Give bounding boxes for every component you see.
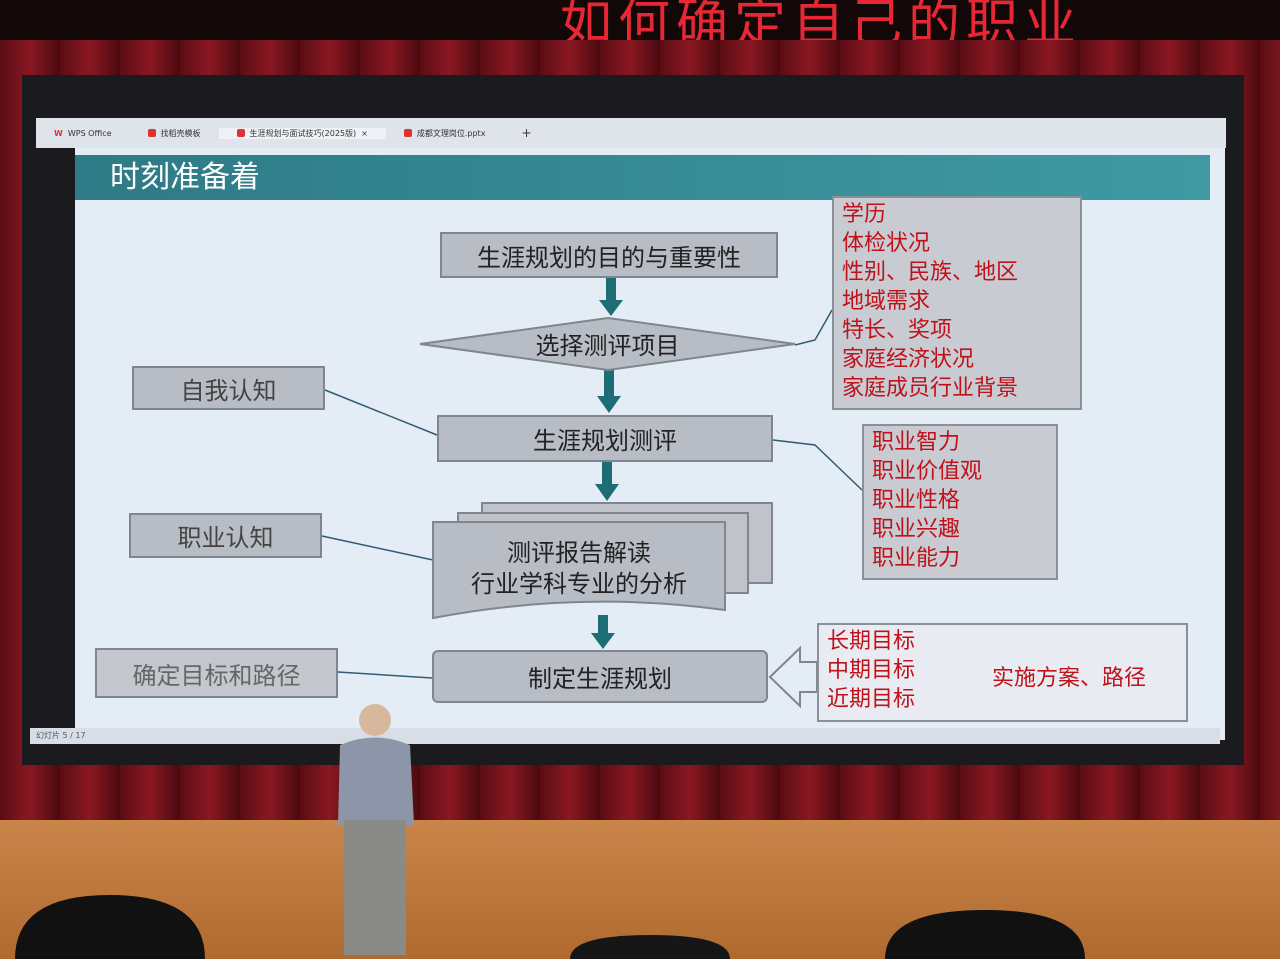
document-shape [432,521,726,620]
wps-logo-icon: W [54,128,63,138]
connector-line [321,535,434,561]
assessment-items-box: 职业智力 职业价值观 职业性格 职业兴趣 职业能力 [862,424,1058,580]
flow-arrows [591,278,623,649]
connector-line [337,671,433,679]
list-item: 家庭成员行业背景 [842,376,1019,401]
goal-mid-term: 中期目标 [827,658,916,683]
assessment-box: 生涯规划测评 [437,415,773,462]
purpose-box: 生涯规划的目的与重要性 [440,232,778,278]
tab-label: 生涯规划与面试技巧(2025版) [249,128,357,138]
list-item: 职业能力 [872,546,961,571]
tab-label: 找稻壳模板 [160,128,201,138]
tab-label: WPS Office [67,128,112,138]
career-awareness-box: 职业认知 [129,513,322,558]
selection-factors-box: 学历 体检状况 性别、民族、地区 地域需求 特长、奖项 家庭经济状况 家庭成员行… [832,196,1082,410]
list-item: 职业兴趣 [872,517,961,542]
list-item: 特长、奖项 [842,318,953,343]
pptx-icon [236,129,245,137]
list-item: 体检状况 [842,231,931,256]
goal-path-box: 确定目标和路径 [95,648,338,698]
goal-long-term: 长期目标 [827,629,916,654]
tab-label: 成都文理岗位.pptx [416,128,486,138]
tab-wps-office[interactable]: W WPS Office [36,129,130,138]
self-awareness-box: 自我认知 [132,366,325,410]
goals-result: 实施方案、路径 [992,666,1147,691]
report-line-1: 测评报告解读 [507,539,651,567]
select-diamond-label: 选择测评项目 [535,332,680,360]
plan-box: 制定生涯规划 [432,650,768,703]
goals-box: 长期目标 中期目标 近期目标 [817,623,1188,722]
close-icon[interactable]: × [361,128,368,138]
decision-diamond [419,316,796,372]
connector-line [324,389,438,436]
goal-short-term: 近期目标 [827,687,916,712]
list-item: 职业价值观 [872,459,983,484]
list-item: 地域需求 [842,289,931,314]
audience-heads [15,895,1085,959]
list-item: 性别、民族、地区 [842,260,1019,285]
new-tab-button[interactable]: + [521,126,532,140]
connector-line [772,439,863,491]
status-bar: 幻灯片 5 / 17 [30,728,1220,744]
speaker-figure [338,704,414,955]
tab-templates[interactable]: 找稻壳模板 [130,128,219,139]
list-item: 职业智力 [872,430,961,455]
tab-career-planning[interactable]: 生涯规划与面试技巧(2025版) × [218,127,386,139]
tab-positions[interactable]: 成都文理岗位.pptx [386,128,504,139]
docer-icon [147,129,156,137]
left-arrow-shape [768,645,818,709]
pptx-icon [403,129,412,137]
slide-counter: 幻灯片 5 / 17 [36,731,86,740]
slide-title: 时刻准备着 [75,155,1210,200]
report-document-label: 测评报告解读 行业学科专业的分析 [433,538,725,600]
wps-tab-bar: W WPS Office 找稻壳模板 生涯规划与面试技巧(2025版) × 成都文理… [36,118,1226,148]
list-item: 家庭经济状况 [842,347,975,372]
report-line-2: 行业学科专业的分析 [471,570,687,598]
connector-line [794,309,833,346]
list-item: 学历 [842,202,887,227]
list-item: 职业性格 [872,488,961,513]
